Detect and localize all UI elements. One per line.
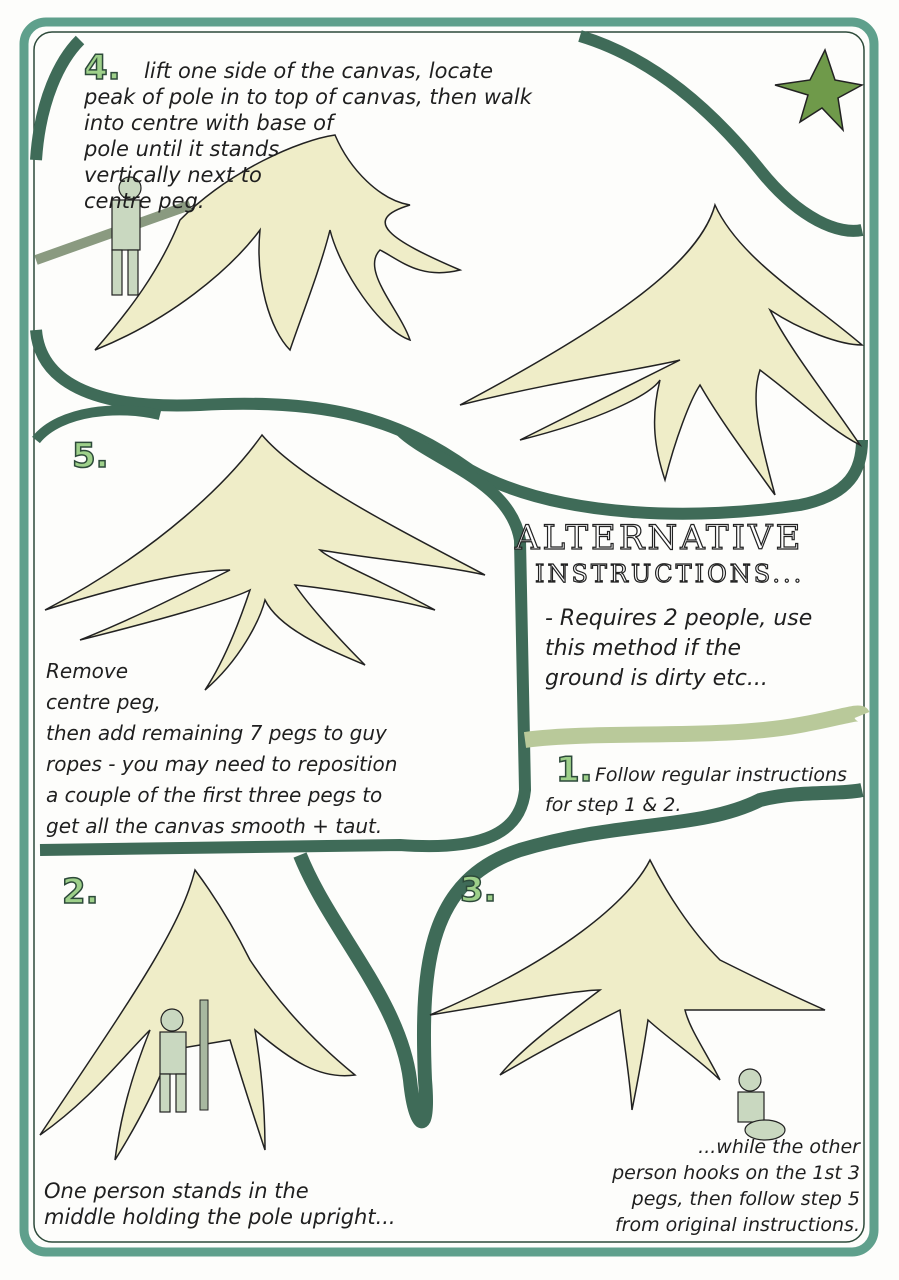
tent-canvas bbox=[39, 868, 357, 1161]
step-number: 4. bbox=[83, 47, 121, 89]
divider-band bbox=[578, 30, 864, 237]
alternative-title: ALTERNATIVE bbox=[514, 517, 804, 558]
divider-band bbox=[39, 425, 532, 856]
step-number: 1. bbox=[555, 749, 593, 791]
outer-frame bbox=[19, 17, 879, 1257]
person-figure bbox=[111, 176, 142, 296]
step-number: 5. bbox=[71, 435, 109, 477]
alt-step-3-text: ...while the other person hooks on the 1… bbox=[612, 1136, 860, 1236]
person-figure bbox=[159, 1008, 187, 1113]
alt-step-1-text: Follow regular instructions for step 1 &… bbox=[545, 764, 847, 816]
step-number: 3. bbox=[459, 869, 497, 911]
tent-canvas bbox=[44, 433, 486, 691]
step-5-text: Remove centre peg, then add remaining 7 … bbox=[46, 659, 398, 838]
tent-canvas bbox=[429, 858, 826, 1111]
divider-band-light bbox=[523, 705, 870, 748]
tent-canvas bbox=[459, 202, 865, 496]
tent-canvas bbox=[94, 134, 463, 352]
alt-step-2-text: One person stands in the middle holding … bbox=[44, 1179, 396, 1229]
person-figure bbox=[737, 1068, 786, 1141]
alternative-subtitle: INSTRUCTIONS... bbox=[534, 559, 805, 588]
step-4-text: lift one side of the canvas, locate peak… bbox=[84, 59, 532, 213]
step-number: 2. bbox=[61, 871, 99, 913]
divider-band bbox=[293, 783, 864, 1129]
star-icon bbox=[774, 48, 865, 133]
alternative-description: - Requires 2 people, use this method if … bbox=[545, 606, 813, 691]
